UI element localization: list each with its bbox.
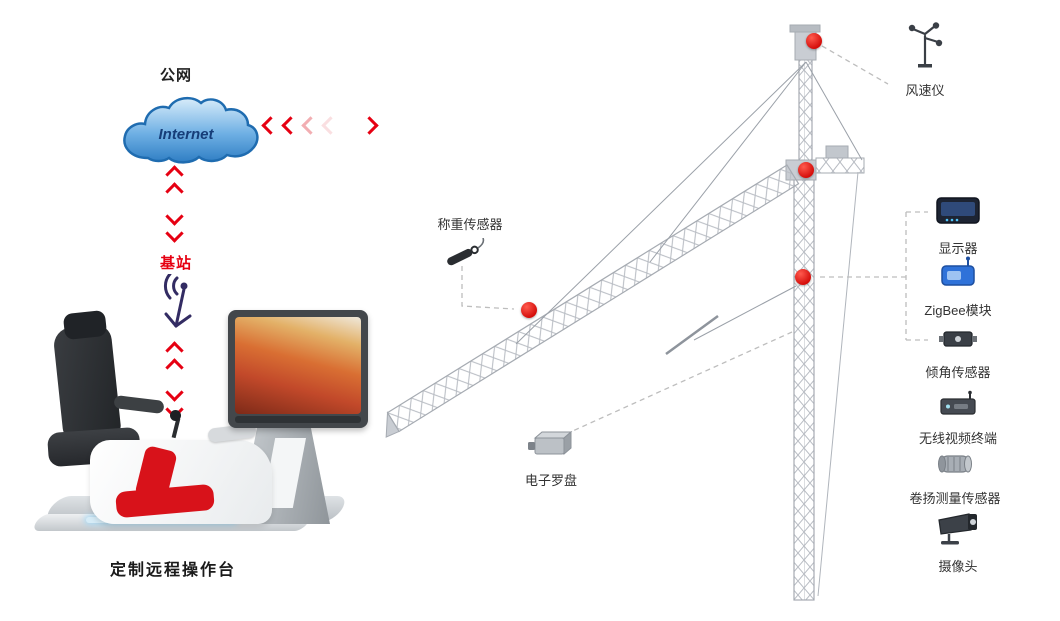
internet-cloud-icon: Internet bbox=[112, 92, 262, 177]
device-video-terminal: 无线视频终端 bbox=[910, 390, 1006, 447]
compass-label: 电子罗盘 bbox=[524, 473, 577, 488]
console-monitor-screen bbox=[235, 317, 361, 414]
load-pin-icon bbox=[440, 237, 488, 277]
flow-arrows-vertical-top bbox=[165, 165, 184, 243]
sensor-tag-load-pin: 称重传感器 bbox=[422, 214, 518, 277]
hoist-sensor-icon bbox=[932, 450, 978, 483]
video-terminal-icon bbox=[935, 390, 981, 423]
monitor-icon bbox=[935, 196, 981, 233]
device-zigbee: ZigBee模块 bbox=[910, 256, 1006, 319]
anemometer-icon bbox=[902, 22, 948, 75]
sensor-tag-compass: 电子罗盘 bbox=[506, 428, 596, 489]
video-terminal-label: 无线视频终端 bbox=[918, 431, 997, 446]
load-pin-label: 称重传感器 bbox=[437, 217, 503, 232]
sensor-dot-slewing bbox=[798, 162, 814, 178]
base-station-label: 基站 bbox=[160, 255, 193, 272]
camera-icon bbox=[933, 508, 983, 551]
remote-console-illustration bbox=[22, 300, 390, 552]
tilt-sensor-icon bbox=[937, 326, 979, 357]
operator-seat-back bbox=[52, 323, 122, 441]
device-tilt-sensor: 倾角传感器 bbox=[910, 326, 1006, 381]
flow-arrows-horizontal bbox=[261, 112, 392, 138]
compass-icon bbox=[525, 428, 577, 465]
public-network-label: 公网 bbox=[160, 67, 193, 84]
internet-cloud-text: Internet bbox=[158, 126, 214, 143]
console-monitor-chin bbox=[235, 416, 361, 423]
sensor-dot-mast bbox=[795, 269, 811, 285]
device-hoist-sensor: 卷扬测量传感器 bbox=[907, 450, 1003, 507]
zigbee-label: ZigBee模块 bbox=[924, 303, 992, 318]
console-caption: 定制远程操作台 bbox=[110, 562, 237, 579]
joystick-knob bbox=[170, 410, 181, 421]
dashed-connectors bbox=[461, 45, 928, 435]
sensor-dot-tower-top bbox=[806, 33, 822, 49]
hoist-sensor-label: 卷扬测量传感器 bbox=[909, 491, 1001, 506]
anemometer-label: 风速仪 bbox=[905, 83, 945, 98]
monitor-label: 显示器 bbox=[938, 241, 978, 256]
sensor-tag-anemometer: 风速仪 bbox=[880, 22, 970, 99]
device-monitor: 显示器 bbox=[910, 196, 1006, 257]
tilt-sensor-label: 倾角传感器 bbox=[925, 365, 991, 380]
device-camera: 摄像头 bbox=[910, 508, 1006, 575]
operator-seat-headrest bbox=[62, 309, 108, 341]
base-station-antenna-icon bbox=[150, 272, 202, 335]
operator-armrest bbox=[113, 395, 165, 414]
sensor-dot-jib bbox=[521, 302, 537, 318]
camera-label: 摄像头 bbox=[938, 559, 978, 574]
zigbee-module-icon bbox=[935, 256, 981, 295]
